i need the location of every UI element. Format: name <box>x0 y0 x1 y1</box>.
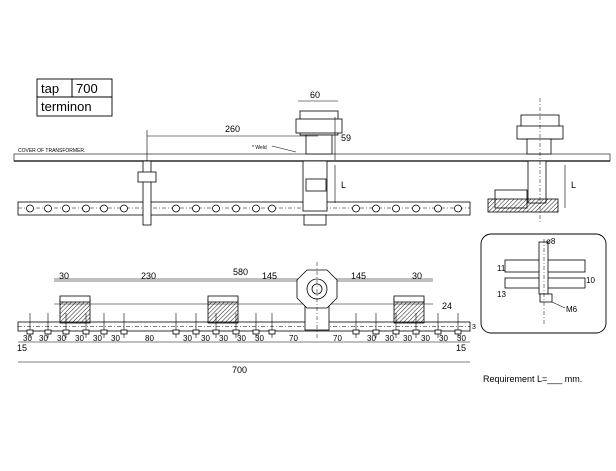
busbar-hole <box>372 204 380 213</box>
bolt-nut <box>26 329 34 335</box>
chain-dimension: 30 <box>39 334 48 343</box>
chain-dimension: 30 <box>403 334 412 343</box>
busbar-hole <box>392 204 400 213</box>
dim-30b: 30 <box>412 271 422 281</box>
dim-3: 3 <box>472 324 476 331</box>
detail-inset: ø8 11 13 10 M6 <box>480 233 607 334</box>
busbar-hole <box>120 204 128 213</box>
requirement-note: Requirement L=___ mm. <box>483 374 582 384</box>
dim-59: 59 <box>341 133 351 143</box>
chain-dimension: 30 <box>457 334 466 343</box>
bolt-nut <box>454 329 462 335</box>
bolt-nut <box>82 329 90 335</box>
dim-60: 60 <box>310 90 320 100</box>
busbar-hole <box>192 204 200 213</box>
chain-dimension: 70 <box>289 334 298 343</box>
detail-d8: ø8 <box>546 237 556 246</box>
bolt-nut <box>100 329 108 335</box>
bolt-nut <box>44 329 52 335</box>
chain-dimension: 30 <box>255 334 264 343</box>
bolt-nut <box>172 329 180 335</box>
dim-24: 24 <box>442 301 452 311</box>
top-busbar <box>17 110 471 226</box>
bolt-nut <box>268 329 276 335</box>
chain-dimension: 30 <box>219 334 228 343</box>
dim-15a: 15 <box>17 343 27 353</box>
chain-dimension: 30 <box>75 334 84 343</box>
tap-value: 700 <box>76 81 98 96</box>
chain-dimension: 30 <box>421 334 430 343</box>
title-block: tap 700 terminon <box>36 78 113 117</box>
chain-dimension: 30 <box>201 334 210 343</box>
chain-dimension: 70 <box>333 334 342 343</box>
chain-dimension: 30 <box>57 334 66 343</box>
chain-dimension: 30 <box>439 334 448 343</box>
dim-145b: 145 <box>351 271 366 281</box>
bolt-nut <box>372 329 380 335</box>
terminon-label: terminon <box>41 99 92 114</box>
dim-260: 260 <box>225 124 240 134</box>
bolt-nut <box>392 329 400 335</box>
bolt-nut <box>212 329 220 335</box>
dim-145a: 145 <box>262 271 277 281</box>
bottom-dimension-chain: 30 30 30 30 30 30 80 30 30 30 30 30 70 70 30 30 30 30 30 30 <box>23 334 466 343</box>
dim-L-left: L <box>341 180 346 190</box>
weld-note: * Weld <box>252 145 267 151</box>
busbar-hole <box>212 204 220 213</box>
bolt-nut <box>192 329 200 335</box>
chain-dimension: 80 <box>145 334 154 343</box>
busbar-hole <box>412 204 420 213</box>
busbar-hole <box>454 204 462 213</box>
tap-label: tap <box>41 81 59 96</box>
busbar-hole <box>434 204 442 213</box>
bolt-nut <box>352 329 360 335</box>
busbar-hole <box>44 204 52 213</box>
detail-10: 10 <box>586 276 595 285</box>
bolt-nut <box>252 329 260 335</box>
busbar-hole <box>352 204 360 213</box>
bolt-nut <box>434 329 442 335</box>
dim-L-right: L <box>571 180 576 190</box>
dim-30a: 30 <box>59 271 69 281</box>
side-view: L <box>487 98 576 222</box>
busbar-hole <box>172 204 180 213</box>
chain-dimension: 30 <box>385 334 394 343</box>
chain-dimension: 30 <box>183 334 192 343</box>
busbar-hole <box>232 204 240 213</box>
dim-15b: 15 <box>456 343 466 353</box>
dim-700: 700 <box>232 365 247 375</box>
chain-dimension: 30 <box>23 334 32 343</box>
dim-230: 230 <box>141 271 156 281</box>
chain-dimension: 30 <box>93 334 102 343</box>
chain-dimension: 30 <box>111 334 120 343</box>
top-dimensions: 260 60 59 L * Weld <box>147 90 351 203</box>
bolt-nut <box>232 329 240 335</box>
detail-11: 11 <box>497 264 506 273</box>
bolt-nut <box>412 329 420 335</box>
bolt-row <box>26 313 462 338</box>
busbar-hole <box>26 204 34 213</box>
dim-580: 580 <box>233 267 248 277</box>
busbar-holes <box>26 204 462 213</box>
busbar-hole <box>268 204 276 213</box>
chain-dimension: 30 <box>237 334 246 343</box>
busbar-hole <box>252 204 260 213</box>
detail-13: 13 <box>497 290 506 299</box>
bolt-nut <box>62 329 70 335</box>
chain-dimension: 30 <box>367 334 376 343</box>
detail-m6: M6 <box>566 305 578 314</box>
busbar-hole <box>62 204 70 213</box>
bolt-nut <box>120 329 128 335</box>
cover-label: COVER OF TRANSFORMER. <box>18 148 85 154</box>
busbar-hole <box>100 204 108 213</box>
busbar-hole <box>82 204 90 213</box>
